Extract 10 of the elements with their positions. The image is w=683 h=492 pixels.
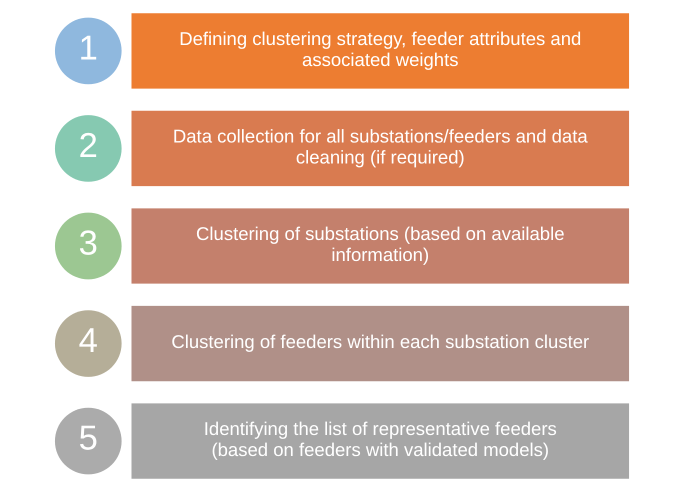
node-circle: 5 (54, 408, 122, 474)
node-circle: 3 (54, 212, 122, 280)
node-circle: 1 (54, 18, 122, 84)
node-box: Data collection for all substations/feeders and data cleaning (if required) (131, 110, 629, 186)
node-box: Defining clustering strategy, feeder attributes and associated weights (131, 13, 629, 89)
node-box: Identifying the list of representative feeders (based on feeders with validated models) (131, 403, 629, 479)
node-circle: 2 (54, 115, 122, 182)
node-box: Clustering of feeders within each substation cluster (131, 306, 629, 382)
node-circle: 4 (54, 310, 122, 377)
node-box: Clustering of substations (based on available information) (131, 208, 629, 284)
